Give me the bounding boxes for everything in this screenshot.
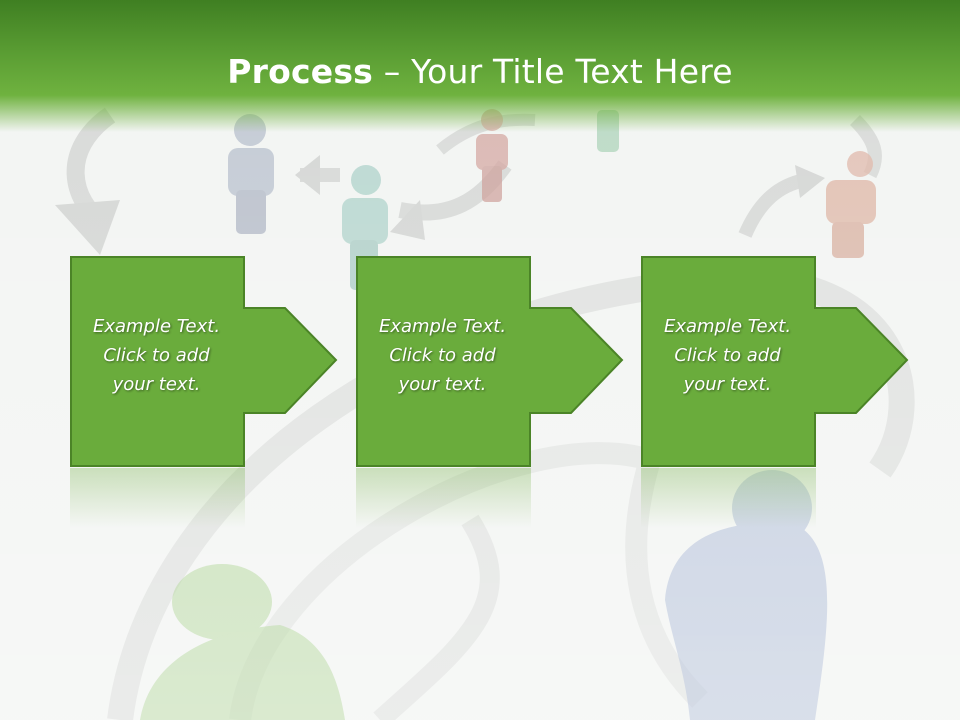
process-step-2[interactable]: Example Text. Click to add your text. [356, 256, 626, 468]
slide-title[interactable]: Process – Your Title Text Here [0, 52, 960, 91]
title-rest: – Your Title Text Here [373, 52, 733, 91]
step-text[interactable]: Example Text. Click to add your text. [663, 316, 792, 395]
title-bar [0, 0, 960, 132]
step-reflection [356, 468, 531, 528]
step-reflection [641, 468, 816, 528]
process-step-3[interactable]: Example Text. Click to add your text. [641, 256, 911, 468]
step-text[interactable]: Example Text. Click to add your text. [92, 316, 221, 395]
arrow-box-shape [356, 256, 624, 467]
step-text[interactable]: Example Text. Click to add your text. [378, 316, 507, 395]
process-step-1[interactable]: Example Text. Click to add your text. [70, 256, 340, 468]
title-bold: Process [227, 52, 374, 91]
arrow-box-shape [70, 256, 338, 467]
arrow-box-shape [641, 256, 909, 467]
step-reflection [70, 468, 245, 528]
